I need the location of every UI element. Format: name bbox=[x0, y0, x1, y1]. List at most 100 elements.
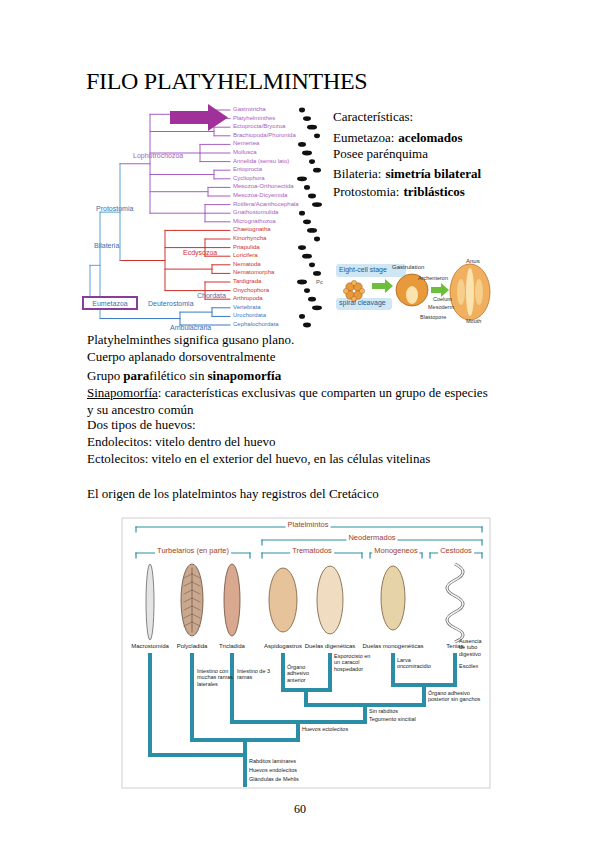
branch-line bbox=[205, 247, 230, 248]
flatworm-drawing bbox=[181, 564, 203, 636]
animal-silhouette bbox=[314, 237, 320, 242]
cladogram-branch bbox=[190, 655, 194, 740]
gut-branch bbox=[192, 574, 200, 578]
body-text: Dos tipos de huevos: bbox=[87, 418, 196, 433]
flatworm-drawing bbox=[269, 568, 297, 632]
clade-label: Bilateria bbox=[94, 242, 119, 250]
figure-label: Archenteron bbox=[418, 275, 448, 281]
group-bracket bbox=[481, 527, 482, 532]
animal-silhouette bbox=[309, 262, 315, 267]
character-label: Huevos ectolecitos bbox=[302, 726, 348, 732]
clade-box-text: Eumetazoa bbox=[92, 300, 127, 307]
group-bracket bbox=[135, 553, 136, 558]
character-label: Tegumento sincitial bbox=[369, 716, 416, 722]
taxon-label: Kinorhyncha bbox=[233, 235, 266, 242]
coelom bbox=[475, 279, 483, 305]
taxon-label: Cephalochordata bbox=[233, 321, 279, 328]
taxon-label: Chaetognatha bbox=[233, 226, 271, 233]
taxon-label: Cycliophora bbox=[233, 175, 265, 182]
animal-silhouette bbox=[299, 211, 305, 216]
embryo-cell bbox=[351, 280, 356, 285]
taxon-label: Vertebrata bbox=[233, 304, 261, 311]
cladogram-branch bbox=[243, 740, 247, 755]
branch-line bbox=[208, 187, 230, 188]
branch-line bbox=[180, 312, 212, 313]
animal-silhouette bbox=[312, 305, 322, 310]
cladogram-branch bbox=[230, 655, 234, 722]
branch-line bbox=[90, 265, 91, 296]
animal-silhouette bbox=[307, 228, 317, 233]
pointer-arrow bbox=[170, 104, 228, 131]
body-text: Eumetazoa: bbox=[333, 130, 394, 145]
branch-line bbox=[214, 178, 230, 179]
figure-label: Blastopore bbox=[420, 314, 446, 320]
gut-branch bbox=[192, 622, 200, 626]
taxon-name: Aspidogastros bbox=[264, 643, 302, 650]
text-line: Sinapomorfía: características exclusivas… bbox=[87, 384, 492, 418]
group-label: Cestodos bbox=[438, 547, 474, 556]
body-text: Grupo bbox=[87, 368, 120, 383]
gut-branch bbox=[192, 568, 193, 632]
animal-silhouette bbox=[302, 254, 312, 259]
cladogram-branch bbox=[150, 753, 245, 757]
group-bracket bbox=[369, 553, 370, 558]
gut-branch bbox=[184, 622, 192, 626]
animal-silhouette bbox=[298, 245, 306, 250]
taxon-label: Urochordata bbox=[233, 312, 266, 319]
branch-line bbox=[100, 318, 180, 319]
branch-line bbox=[120, 163, 150, 164]
character-label: Huevos endolecitos bbox=[249, 767, 297, 773]
branch-line bbox=[212, 316, 230, 317]
taxon-label: Nematoda bbox=[233, 261, 261, 268]
branch-line bbox=[205, 239, 230, 240]
taxon-label: Arthropoda bbox=[233, 295, 263, 302]
group-bracket bbox=[261, 540, 262, 545]
character-label: Órgano adhesivo posterior sin ganchos bbox=[428, 690, 486, 703]
character-label: Glándulas de Mehlis bbox=[249, 776, 299, 782]
clade-label: Protostomia bbox=[96, 205, 133, 213]
animal-silhouette bbox=[304, 288, 310, 293]
gut-branch bbox=[192, 582, 200, 586]
body-text: Posee parénquima bbox=[333, 147, 428, 162]
body-text: Ectolecitos: vitelo en el exterior del h… bbox=[87, 452, 430, 467]
section-heading: Características: bbox=[333, 110, 413, 125]
gut-branch bbox=[184, 590, 192, 594]
clade-label: Chordata bbox=[197, 292, 226, 300]
body-text: Platyhelminthes significa gusano plano. bbox=[87, 333, 294, 348]
branch-line bbox=[150, 213, 205, 214]
taxon-label: Priapulida bbox=[233, 244, 260, 251]
taxon-label: Nemertea bbox=[233, 140, 259, 147]
underlined-term: Sinapomorfía bbox=[87, 385, 158, 400]
group-label: Turbelarios (en parte) bbox=[155, 547, 231, 556]
group-bracket bbox=[361, 553, 362, 558]
cladogram-branch bbox=[422, 685, 426, 705]
bold-term: acelomados bbox=[398, 130, 462, 145]
taxon-label: Mollusca bbox=[233, 149, 257, 156]
taxon-label: Loricifera bbox=[233, 252, 258, 259]
branch-line bbox=[205, 282, 230, 283]
archenteron bbox=[406, 286, 418, 304]
body-text: filético sin bbox=[149, 368, 204, 383]
taxon-name: Duelas digenéticas bbox=[305, 643, 356, 650]
branch-line bbox=[165, 290, 205, 291]
animal-silhouette bbox=[297, 176, 307, 181]
cladogram-branch bbox=[243, 755, 247, 785]
taxon-label: Onychophora bbox=[233, 287, 269, 294]
animal-silhouette bbox=[308, 194, 316, 199]
cladogram-branch bbox=[281, 655, 285, 690]
text-line: Bilateria:simetría bilateral bbox=[333, 165, 481, 182]
branch-line bbox=[150, 131, 214, 132]
character-label: Esporocisto en un caracol hospedador bbox=[334, 653, 378, 672]
group-label: Platelmintos bbox=[286, 521, 331, 530]
group-bracket bbox=[421, 553, 422, 558]
animal-silhouette bbox=[302, 151, 312, 156]
embryo-body bbox=[450, 264, 490, 320]
branch-line bbox=[205, 213, 230, 214]
bold-term: para bbox=[123, 368, 149, 383]
taxon-label: Gastrotricha bbox=[233, 106, 266, 113]
label-panel bbox=[336, 298, 392, 310]
branch-line bbox=[205, 290, 230, 291]
branch-line bbox=[212, 273, 230, 274]
text-line: Eumetazoa: acelomados bbox=[333, 129, 463, 146]
page-title: FILO PLATYHELMINTHES bbox=[86, 68, 367, 95]
